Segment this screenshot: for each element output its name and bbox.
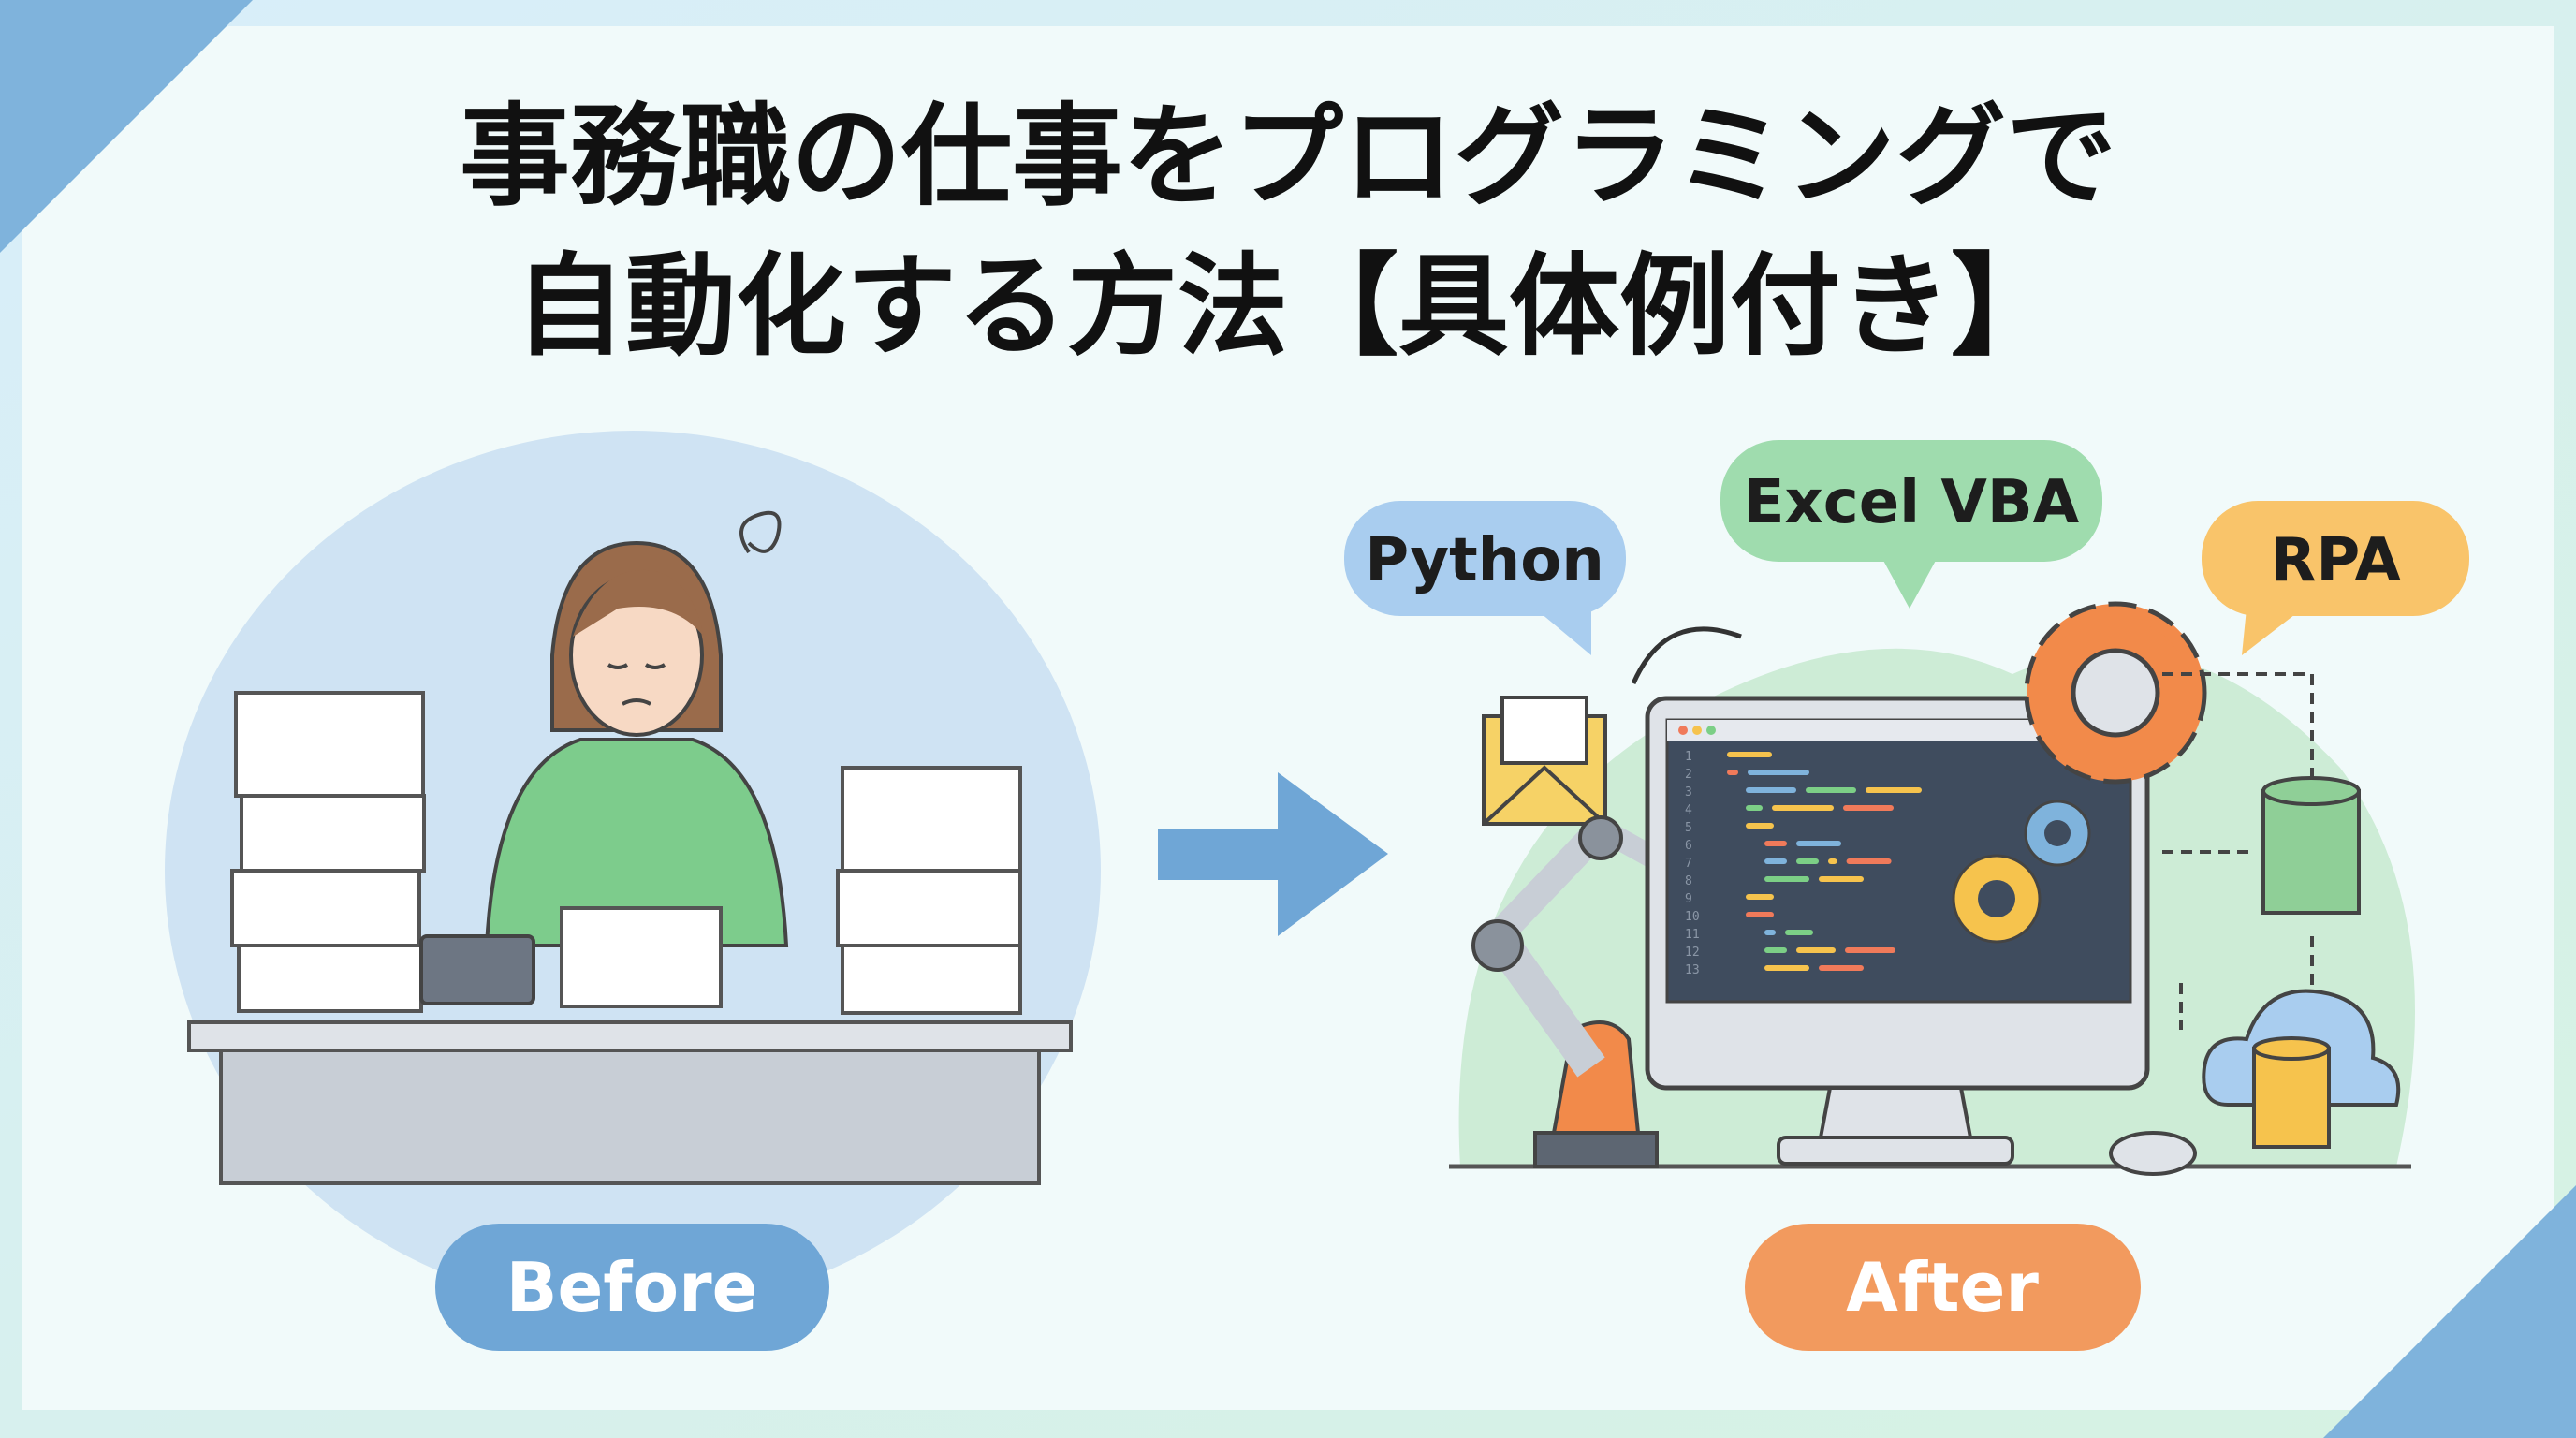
before-illustration <box>165 431 1101 1311</box>
title-line-2: 自動化する方法【具体例付き】 <box>515 242 2061 371</box>
database-green-icon <box>2261 776 2361 915</box>
corner-decoration-bottom-right <box>2323 1185 2576 1438</box>
code-token-bar <box>1796 858 1819 864</box>
code-token-bar <box>1806 787 1856 793</box>
code-token-bar <box>1785 930 1813 935</box>
code-token-bar <box>1819 965 1864 971</box>
code-token-bar <box>1748 770 1809 775</box>
code-token-bar <box>1819 876 1864 882</box>
before-badge: Before <box>435 1224 829 1351</box>
code-line-number: 1 <box>1685 750 1692 764</box>
computer-mouse-icon <box>2109 1131 2197 1176</box>
gear-orange-icon <box>2024 601 2207 785</box>
rpa-bubble: RPA <box>2202 501 2469 655</box>
calculator-icon <box>419 934 535 1005</box>
code-token-bar <box>1746 912 1774 917</box>
before-label: Before <box>506 1248 758 1327</box>
code-line-number: 5 <box>1685 821 1692 835</box>
code-token-bar <box>1796 841 1841 846</box>
code-line-number: 10 <box>1685 910 1700 924</box>
code-token-bar <box>1764 876 1809 882</box>
code-line-number: 2 <box>1685 768 1692 782</box>
python-bubble: Python <box>1344 501 1626 655</box>
code-token-bar <box>1746 805 1763 811</box>
code-token-bar <box>1764 947 1787 953</box>
code-token-bar <box>1828 858 1837 864</box>
excel-vba-bubble: Excel VBA <box>1720 440 2102 609</box>
code-token-bar <box>1796 947 1836 953</box>
rpa-label: RPA <box>2270 526 2401 595</box>
code-line-number: 8 <box>1685 874 1692 888</box>
document-paper <box>560 906 723 1008</box>
stressed-worker <box>484 510 789 947</box>
code-token-bar <box>1772 805 1834 811</box>
window-maximize-dot <box>1706 726 1716 735</box>
code-token-bar <box>1843 805 1894 811</box>
code-line-number: 9 <box>1685 892 1692 906</box>
window-close-dot <box>1678 726 1688 735</box>
code-token-bar <box>1764 858 1787 864</box>
title-line-1: 事務職の仕事をプログラミングで <box>460 92 2116 221</box>
code-token-bar <box>1727 752 1772 757</box>
after-badge: After <box>1745 1224 2141 1351</box>
connector-lines <box>2162 672 2314 1030</box>
refresh-arrow-icon <box>1631 626 1742 685</box>
gear-blue-icon <box>2024 800 2091 867</box>
stress-scribble-icon <box>739 510 782 554</box>
python-label: Python <box>1365 526 1604 595</box>
code-token-bar <box>1764 841 1787 846</box>
desk-body <box>219 1049 1041 1185</box>
desk-top <box>187 1020 1073 1052</box>
code-token-bar <box>1746 823 1774 829</box>
code-line-number: 6 <box>1685 839 1692 853</box>
paper-stack-right <box>836 766 1022 1015</box>
paper-stack-left <box>230 691 426 1013</box>
robot-arm-icon <box>1471 815 1727 1168</box>
code-token-bar <box>1866 787 1922 793</box>
code-token-bar <box>1746 894 1774 900</box>
before-after-arrow-icon <box>1158 772 1388 936</box>
code-line-number: 3 <box>1685 785 1692 800</box>
code-line-number: 4 <box>1685 803 1692 817</box>
code-token-bar <box>1746 787 1796 793</box>
code-line-number: 12 <box>1685 946 1700 960</box>
code-line-number: 13 <box>1685 963 1700 977</box>
code-lines <box>1727 752 1922 971</box>
code-token-bar <box>1764 965 1809 971</box>
after-label: After <box>1846 1248 2039 1327</box>
code-token-bar <box>1727 770 1738 775</box>
code-line-number: 7 <box>1685 857 1692 871</box>
corner-decoration-top-left <box>0 0 253 253</box>
email-envelope-icon <box>1482 696 1607 826</box>
code-token-bar <box>1845 947 1895 953</box>
excel-vba-label: Excel VBA <box>1744 468 2080 537</box>
code-token-bar <box>1764 930 1776 935</box>
code-token-bar <box>1846 858 1892 864</box>
window-minimize-dot <box>1692 726 1702 735</box>
code-line-number: 11 <box>1685 928 1700 942</box>
cloud-database-icon <box>2202 989 2401 1149</box>
gear-yellow-icon <box>1952 854 2042 944</box>
